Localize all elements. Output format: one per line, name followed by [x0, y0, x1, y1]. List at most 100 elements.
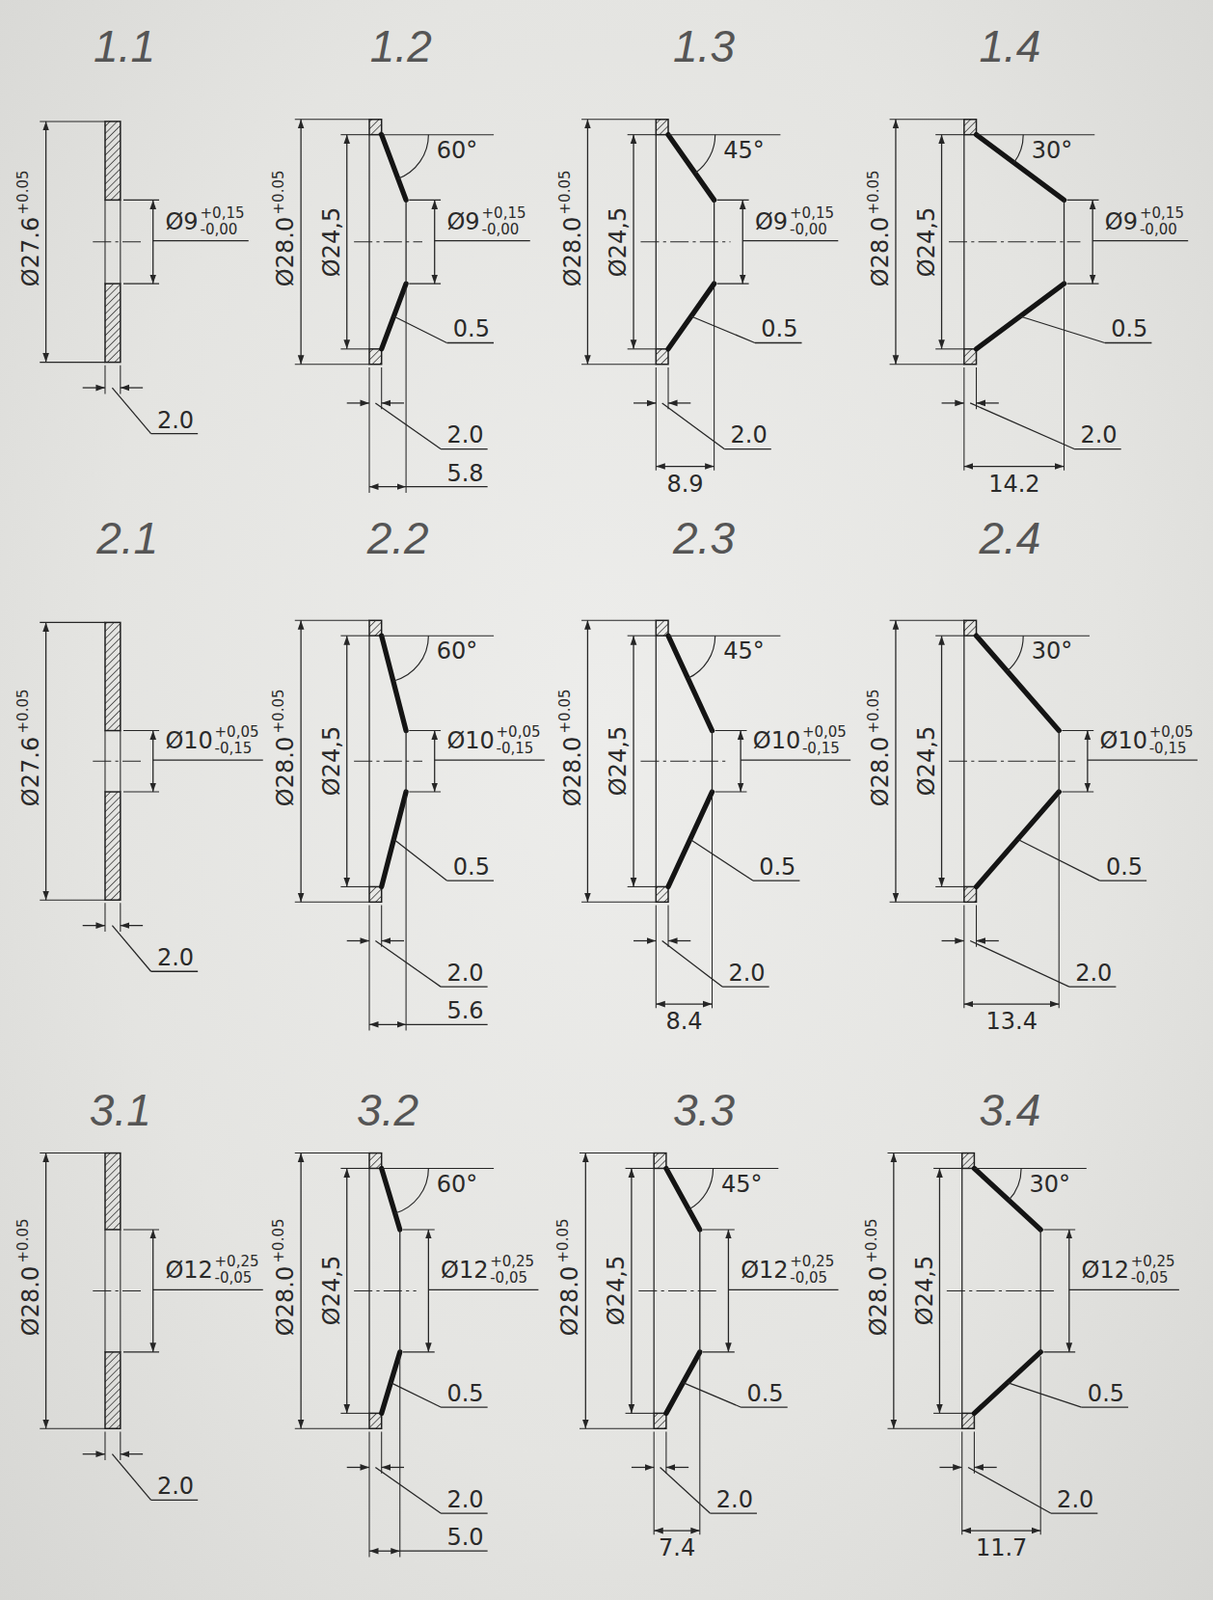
outer-diameter-dimension: Ø28.0	[273, 736, 297, 807]
leader-line	[151, 432, 199, 434]
hole-diameter-dimension: Ø12	[164, 1258, 213, 1282]
extension-line	[625, 1412, 655, 1414]
center-line	[946, 1290, 1057, 1292]
dimension-arrow	[120, 1453, 143, 1455]
leader-line	[400, 1550, 488, 1552]
dimension-arrow	[633, 940, 656, 942]
flange-thickness: 2.0	[730, 423, 768, 447]
dimension-line	[433, 730, 435, 792]
tolerance: -0,05	[489, 1270, 528, 1286]
extension-line	[39, 1428, 106, 1429]
leader-line	[1100, 879, 1148, 881]
extension-line	[711, 795, 713, 1008]
extension-line	[889, 901, 965, 903]
extension-line	[655, 367, 657, 471]
hole-diameter-dimension: Ø9	[1105, 210, 1138, 234]
extension-line	[717, 199, 750, 201]
dimension-arrow	[633, 402, 656, 404]
wall-thickness: 0.5	[446, 1381, 484, 1405]
dimension-arrow	[631, 1466, 654, 1468]
wall-thickness: 0.5	[453, 855, 490, 879]
extension-line	[405, 795, 407, 1030]
extension-line	[935, 886, 965, 888]
dimension-arrow	[976, 940, 999, 942]
cone-angle: 30°	[1029, 1172, 1072, 1196]
extension-line	[295, 1152, 370, 1154]
section-hatch	[369, 886, 382, 902]
dimension-line	[369, 485, 406, 487]
dimension-line	[587, 619, 589, 902]
hole-diameter-dimension: Ø12	[740, 1258, 788, 1282]
leader-line	[405, 485, 488, 487]
center-line	[640, 241, 730, 243]
inner-diameter-dimension: Ø24,5	[320, 726, 344, 796]
section-hatch	[105, 283, 121, 362]
extension-line	[368, 1430, 370, 1557]
outer-diameter-dimension: Ø28.0	[866, 1266, 890, 1336]
tolerance: +0,05	[215, 725, 260, 740]
tolerance: +0.05	[271, 1218, 287, 1264]
dimension-line	[587, 119, 589, 365]
hole-diameter-dimension: Ø9	[164, 210, 198, 234]
cone-angle: 60°	[436, 1172, 479, 1196]
leader-line	[970, 941, 1070, 988]
extension-line	[579, 1152, 654, 1154]
tolerance: -0,00	[482, 222, 520, 238]
tolerance: +0,25	[1131, 1254, 1176, 1269]
leader-line	[753, 879, 801, 881]
section-hatch	[105, 121, 121, 200]
angle-arc	[1008, 1167, 1022, 1200]
angle-arc	[395, 1167, 430, 1213]
extension-line	[399, 1355, 401, 1557]
cone-end	[1058, 730, 1060, 792]
dimension-line	[964, 465, 1065, 467]
center-line	[353, 760, 423, 762]
part-number: 1.4	[978, 24, 1041, 69]
extension-line	[715, 791, 748, 793]
leader-line	[405, 1024, 488, 1025]
tolerance: -0,15	[802, 741, 840, 756]
dimension-line	[630, 1167, 632, 1413]
dimension-line	[939, 1167, 941, 1413]
extension-line	[889, 118, 965, 120]
dimension-line	[346, 635, 348, 887]
hole-diameter-dimension: Ø12	[1081, 1258, 1130, 1282]
leader-line	[1069, 1289, 1180, 1291]
dimension-line	[941, 134, 943, 350]
extension-line	[627, 134, 657, 135]
hole-edge	[119, 199, 121, 284]
leader-line	[968, 1466, 1052, 1513]
extension-line	[104, 1430, 106, 1460]
dimension-arrow	[381, 402, 405, 404]
dimension-arrow	[381, 940, 405, 942]
dimension-line	[632, 134, 634, 350]
dimension-arrow	[82, 386, 106, 388]
outer-diameter-dimension: Ø28.0	[559, 1266, 583, 1336]
part-number: 2.2	[367, 515, 430, 561]
overall-length: 5.8	[446, 461, 484, 486]
extension-line	[1067, 283, 1100, 285]
dimension-line	[1086, 730, 1088, 792]
tolerance: +0,25	[215, 1254, 260, 1269]
dimension-arrow	[347, 1466, 370, 1468]
technical-drawing	[39, 119, 1198, 1558]
part-number: 3.2	[356, 1087, 419, 1133]
extension-line	[935, 134, 965, 135]
hole-diameter-dimension: Ø12	[440, 1258, 488, 1282]
tolerance: -0,05	[1131, 1270, 1169, 1286]
part-number: 2.1	[96, 515, 159, 561]
angle-arc	[688, 1167, 713, 1210]
hole-diameter-dimension: Ø10	[164, 728, 213, 753]
dimension-line	[964, 1002, 1059, 1004]
outer-diameter-dimension: Ø28.0	[19, 1266, 43, 1336]
wall-thickness: 0.5	[453, 317, 490, 341]
tolerance: -0,05	[215, 1270, 253, 1286]
angle-arc	[695, 134, 716, 174]
inner-diameter-dimension: Ø24,5	[915, 726, 939, 796]
leader-line	[740, 759, 851, 761]
extension-line	[381, 635, 494, 637]
outer-diameter-dimension: Ø27.6	[19, 216, 43, 287]
dimension-line	[739, 730, 741, 792]
extension-line	[123, 1228, 160, 1230]
